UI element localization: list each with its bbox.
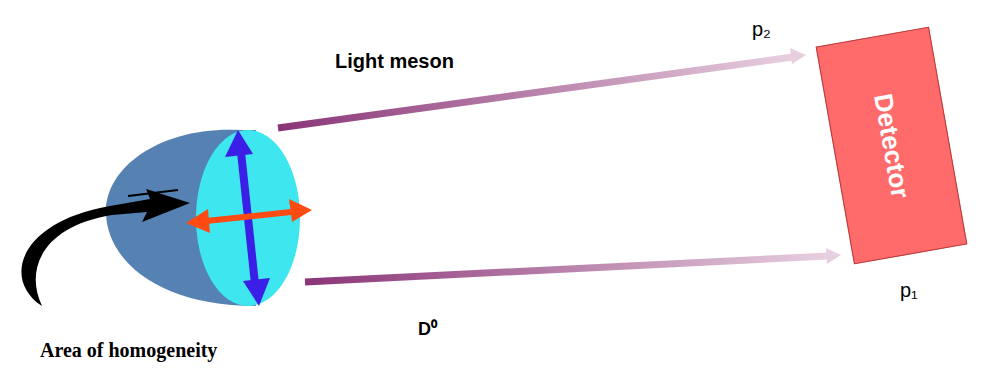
region-face bbox=[196, 130, 300, 306]
momentum-label: p₁ bbox=[900, 279, 918, 302]
momentum-label: p₂ bbox=[752, 18, 771, 41]
region-label: Area of homogeneity bbox=[40, 339, 217, 362]
particle-track bbox=[278, 48, 806, 128]
detector-label: Detector bbox=[869, 91, 913, 199]
horizontal-double-arrow bbox=[186, 199, 312, 233]
detector-box: Detector bbox=[815, 26, 967, 264]
leader-arrow bbox=[21, 189, 190, 306]
particle-label: Light meson bbox=[335, 50, 454, 73]
particle-track bbox=[305, 248, 841, 282]
leader-arrow bbox=[128, 190, 178, 196]
particle-label: D⁰ bbox=[418, 316, 437, 340]
